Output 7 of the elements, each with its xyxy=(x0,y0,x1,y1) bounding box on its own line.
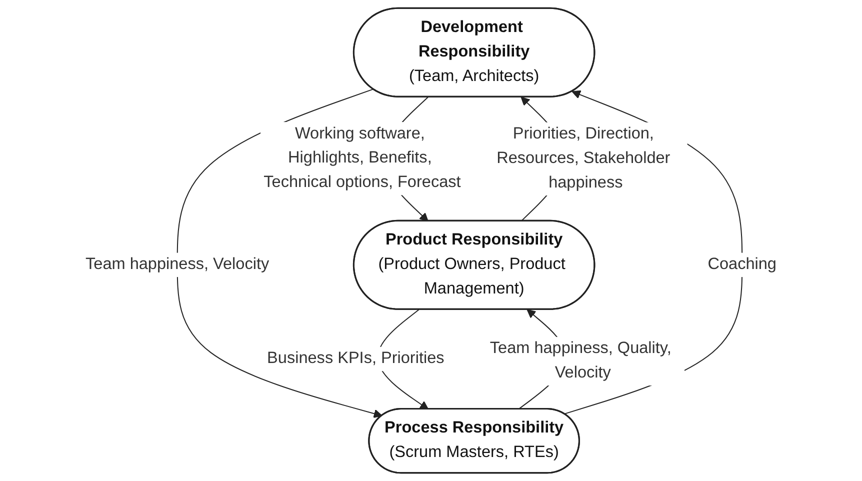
edge-label: Priorities, Direction, Resources, Stakeholder happiness xyxy=(496,125,670,192)
edge-label: Team happiness, Velocity xyxy=(86,256,270,274)
edge-label: Coaching xyxy=(708,256,776,274)
arrow xyxy=(176,88,382,418)
edge-label: Business KPIs, Priorities xyxy=(267,350,444,368)
edge-label: Team happiness, Quality, Velocity xyxy=(490,340,672,382)
edge-label: Working software, Highlights, Benefits, Technical options, Forecast xyxy=(264,125,461,192)
